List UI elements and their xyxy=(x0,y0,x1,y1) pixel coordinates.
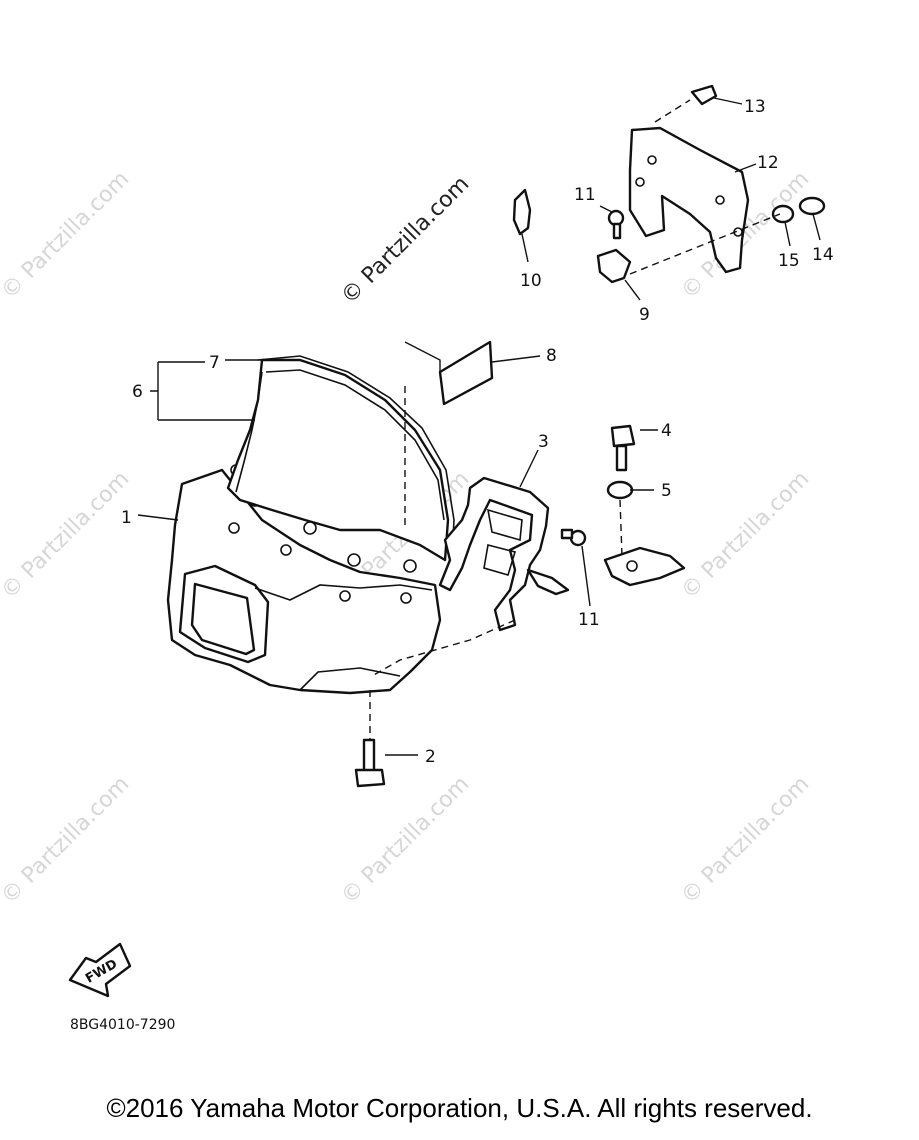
callout-14: 14 xyxy=(812,245,834,265)
callout-2: 2 xyxy=(425,747,436,767)
grommet-part-5 xyxy=(606,480,634,500)
nut-part-9 xyxy=(596,248,632,284)
washer-part-15 xyxy=(771,204,795,224)
bolt-part-4 xyxy=(610,424,636,472)
callout-labels: 1 2 3 4 5 6 7 8 9 10 11 12 13 14 15 11 xyxy=(121,97,834,767)
cowling-part xyxy=(166,464,442,695)
callout-9: 9 xyxy=(639,305,650,325)
fwd-arrow-icon: FWD xyxy=(68,942,132,998)
bolt-part-13 xyxy=(690,84,718,106)
diagram-code: 8BG4010-7290 xyxy=(70,1017,175,1033)
leader-lines xyxy=(137,97,821,756)
watermark: © Partzilla.com xyxy=(677,467,815,605)
callout-4: 4 xyxy=(661,421,672,441)
clip-part-10 xyxy=(512,188,532,236)
callout-3: 3 xyxy=(538,432,549,452)
callout-1: 1 xyxy=(121,508,132,528)
collar-part-14 xyxy=(798,196,826,216)
callout-11-lower: 11 xyxy=(578,610,600,630)
callout-10: 10 xyxy=(520,271,542,291)
callout-12: 12 xyxy=(757,153,779,173)
watermark: © Partzilla.com xyxy=(337,172,475,310)
watermark: © Partzilla.com xyxy=(337,772,475,910)
screw-part-11 xyxy=(560,528,587,547)
windscreen-part xyxy=(226,355,455,562)
assembly-lines xyxy=(369,99,781,740)
watermark: © Partzilla.com xyxy=(677,772,815,910)
decal-part xyxy=(438,340,494,406)
callout-7: 7 xyxy=(209,353,220,373)
copyright-notice: ©2016 Yamaha Motor Corporation, U.S.A. A… xyxy=(106,1093,813,1123)
bolt-part-2 xyxy=(354,738,386,788)
callout-8: 8 xyxy=(546,346,557,366)
plate-part-12 xyxy=(628,126,750,274)
bracket-part xyxy=(438,476,570,632)
watermark: © Partzilla.com xyxy=(0,772,134,910)
watermark: © Partzilla.com xyxy=(0,167,134,305)
stay-plate xyxy=(603,546,686,587)
watermark: © Partzilla.com xyxy=(0,467,134,605)
callout-11: 11 xyxy=(574,185,596,205)
callout-6: 6 xyxy=(132,382,143,402)
callout-15: 15 xyxy=(778,251,800,271)
callout-5: 5 xyxy=(661,481,672,501)
upper-bracket-parts xyxy=(512,84,826,284)
callout-13: 13 xyxy=(744,97,766,117)
